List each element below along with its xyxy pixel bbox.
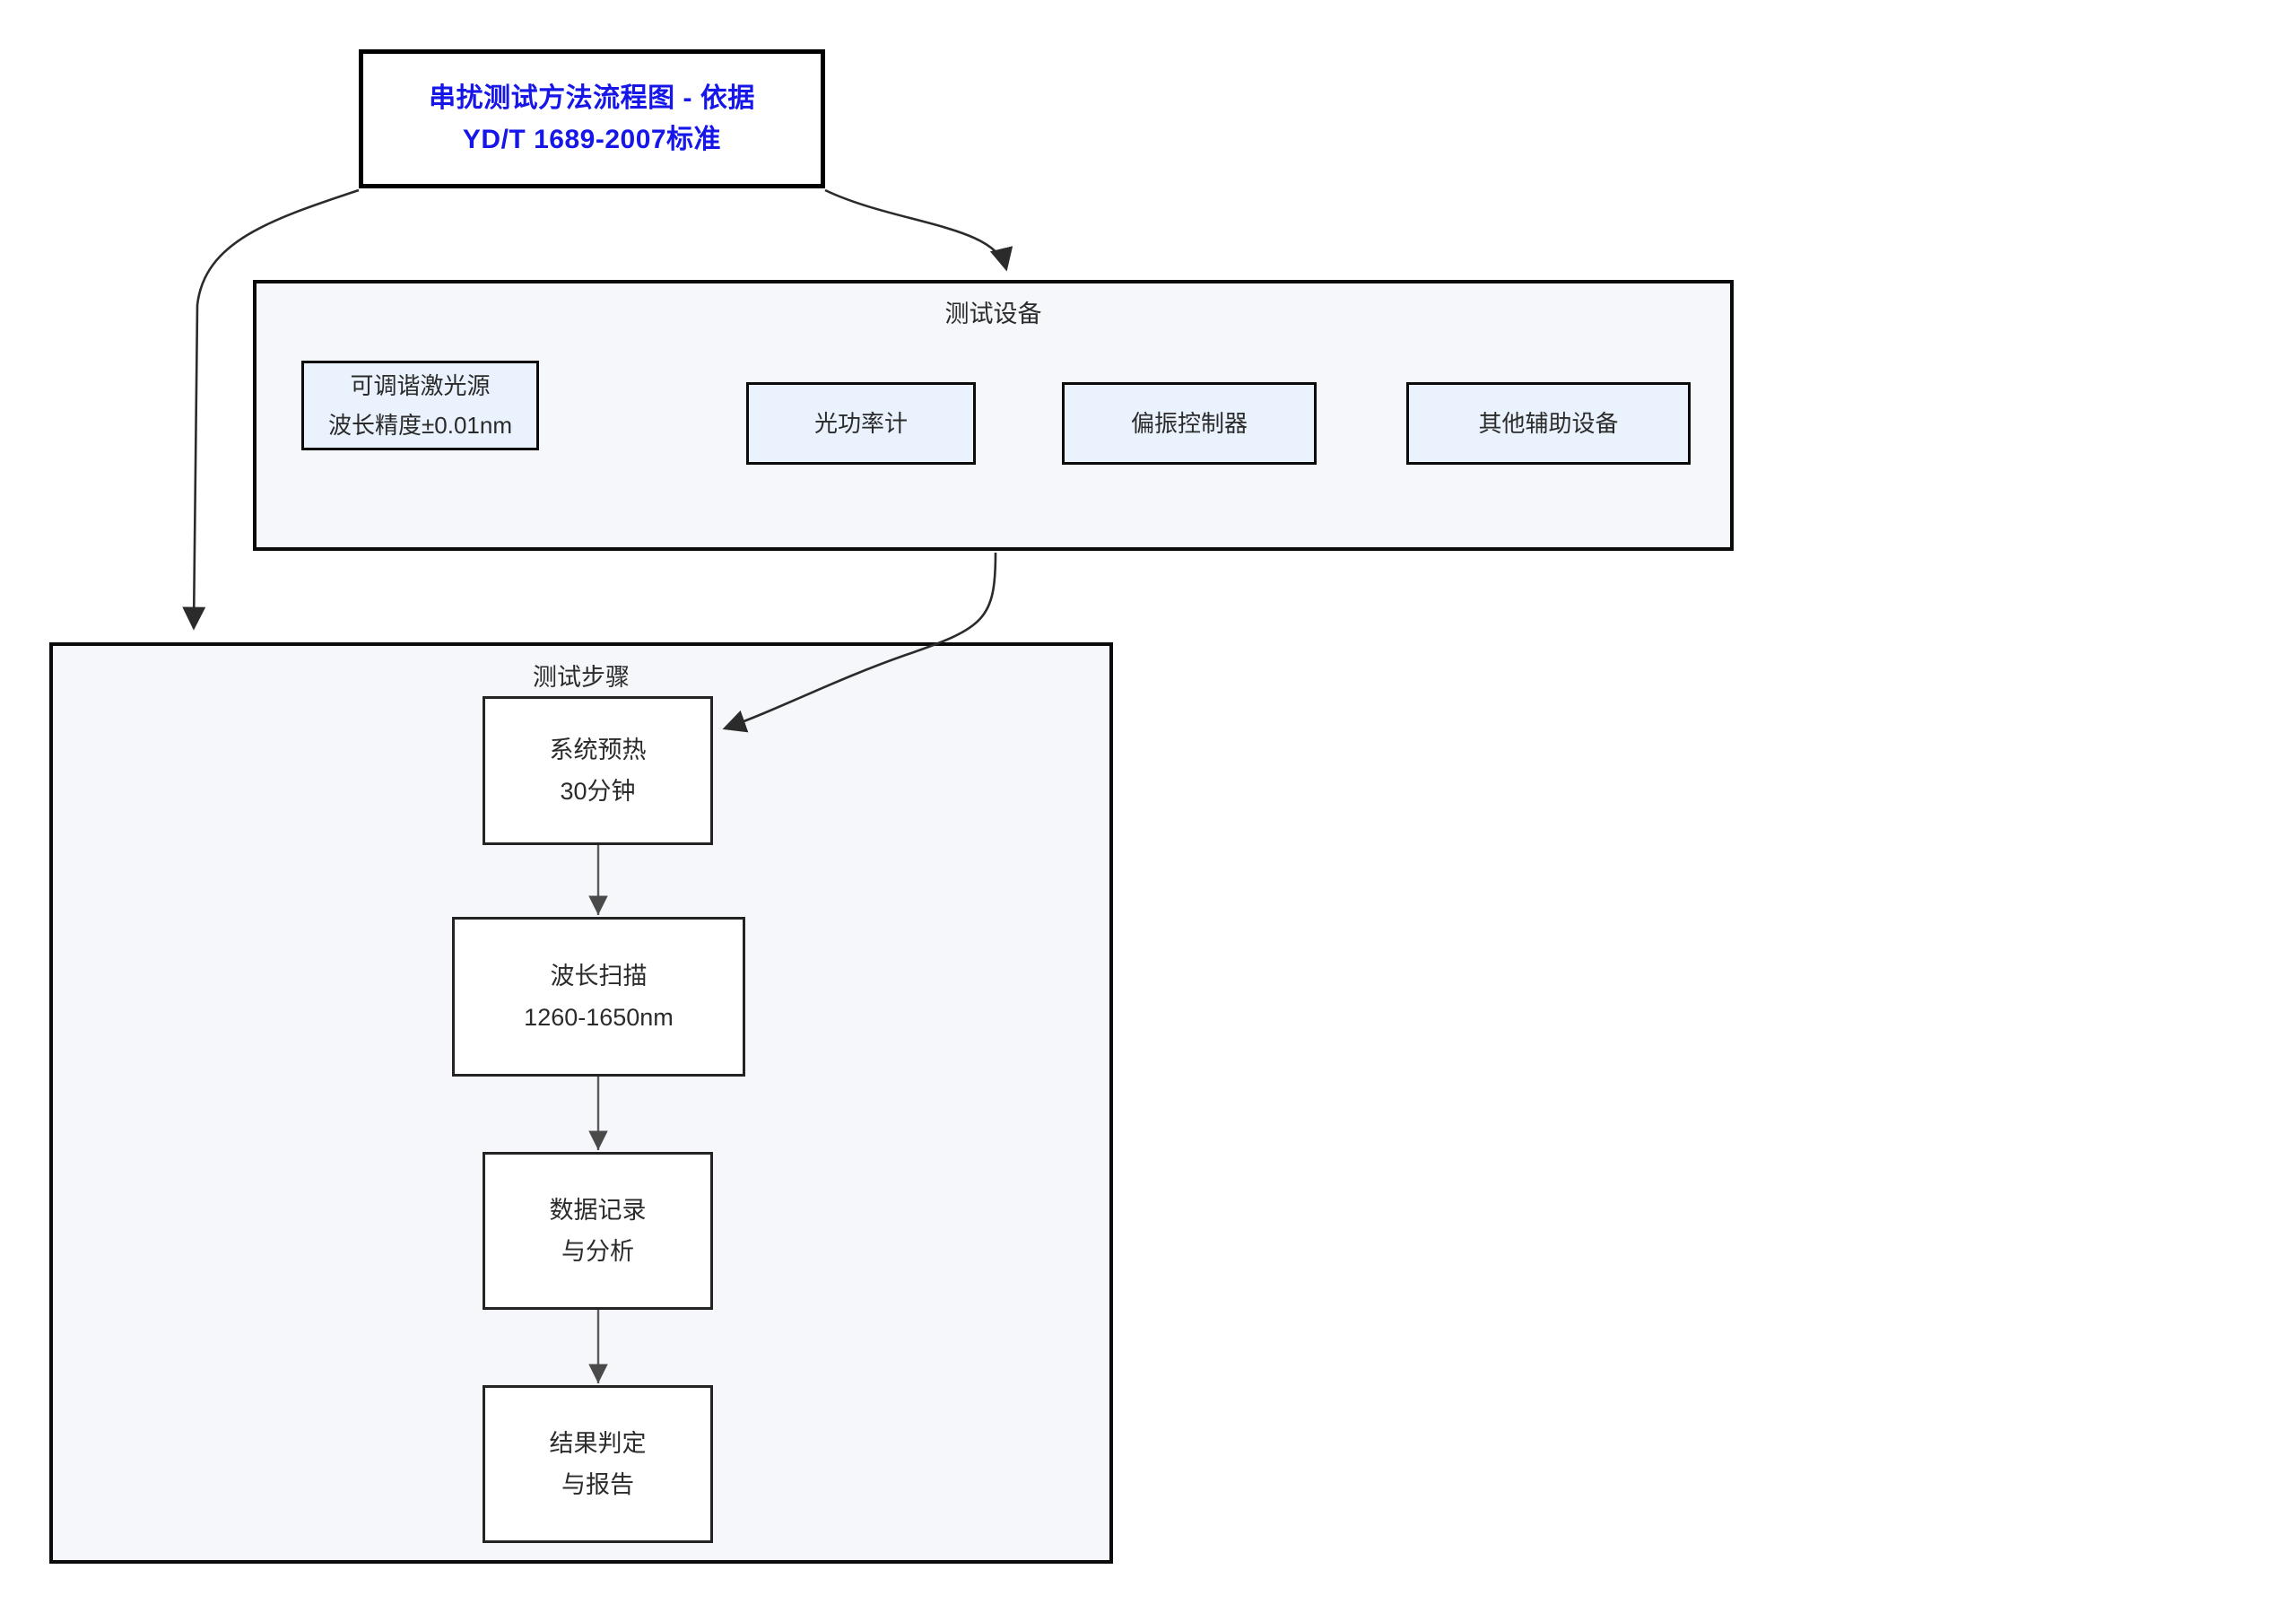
flowchart-title-box: 串扰测试方法流程图 - 依据 YD/T 1689-2007标准 xyxy=(359,49,825,188)
equipment-box-line: 光功率计 xyxy=(813,410,908,437)
step-box-line: 30分钟 xyxy=(560,778,636,805)
equipment-box-line: 其他辅助设备 xyxy=(1478,410,1619,437)
step-box-line: 系统预热 xyxy=(549,737,647,763)
equipment-box-line: 波长精度±0.01nm xyxy=(328,412,512,439)
step-box-system-warmup[interactable]: 系统预热 30分钟 xyxy=(483,696,713,845)
equipment-cluster-label: 测试设备 xyxy=(944,301,1042,327)
step-box-wavelength-scan[interactable]: 波长扫描 1260-1650nm xyxy=(452,917,745,1077)
edge-title-to-equipment xyxy=(824,188,1013,272)
equipment-box-polarization-controller[interactable]: 偏振控制器 xyxy=(1062,382,1317,465)
step-box-line: 与报告 xyxy=(561,1471,634,1498)
equipment-box-optical-power-meter[interactable]: 光功率计 xyxy=(746,382,976,465)
step-box-data-record-analysis[interactable]: 数据记录 与分析 xyxy=(483,1152,713,1310)
step-box-line: 数据记录 xyxy=(549,1197,647,1224)
step-box-line: 1260-1650nm xyxy=(524,1004,674,1031)
steps-cluster-label: 测试步骤 xyxy=(533,664,630,691)
step-box-line: 与分析 xyxy=(561,1238,634,1265)
equipment-box-line: 偏振控制器 xyxy=(1130,410,1248,437)
title-line-2: YD/T 1689-2007标准 xyxy=(462,124,722,154)
equipment-box-line: 可调谐激光源 xyxy=(350,372,491,399)
equipment-box-tunable-laser-source[interactable]: 可调谐激光源 波长精度±0.01nm xyxy=(301,361,539,450)
step-box-line: 结果判定 xyxy=(549,1430,647,1457)
title-line-1: 串扰测试方法流程图 - 依据 xyxy=(429,83,755,113)
step-box-line: 波长扫描 xyxy=(550,963,648,990)
equipment-cluster: 测试设备 可调谐激光源 波长精度±0.01nm 光功率计 偏振控制器 其他辅助设… xyxy=(253,280,1734,551)
equipment-box-other-auxiliary-equipment[interactable]: 其他辅助设备 xyxy=(1406,382,1691,465)
step-box-result-judgement-report[interactable]: 结果判定 与报告 xyxy=(483,1385,713,1543)
